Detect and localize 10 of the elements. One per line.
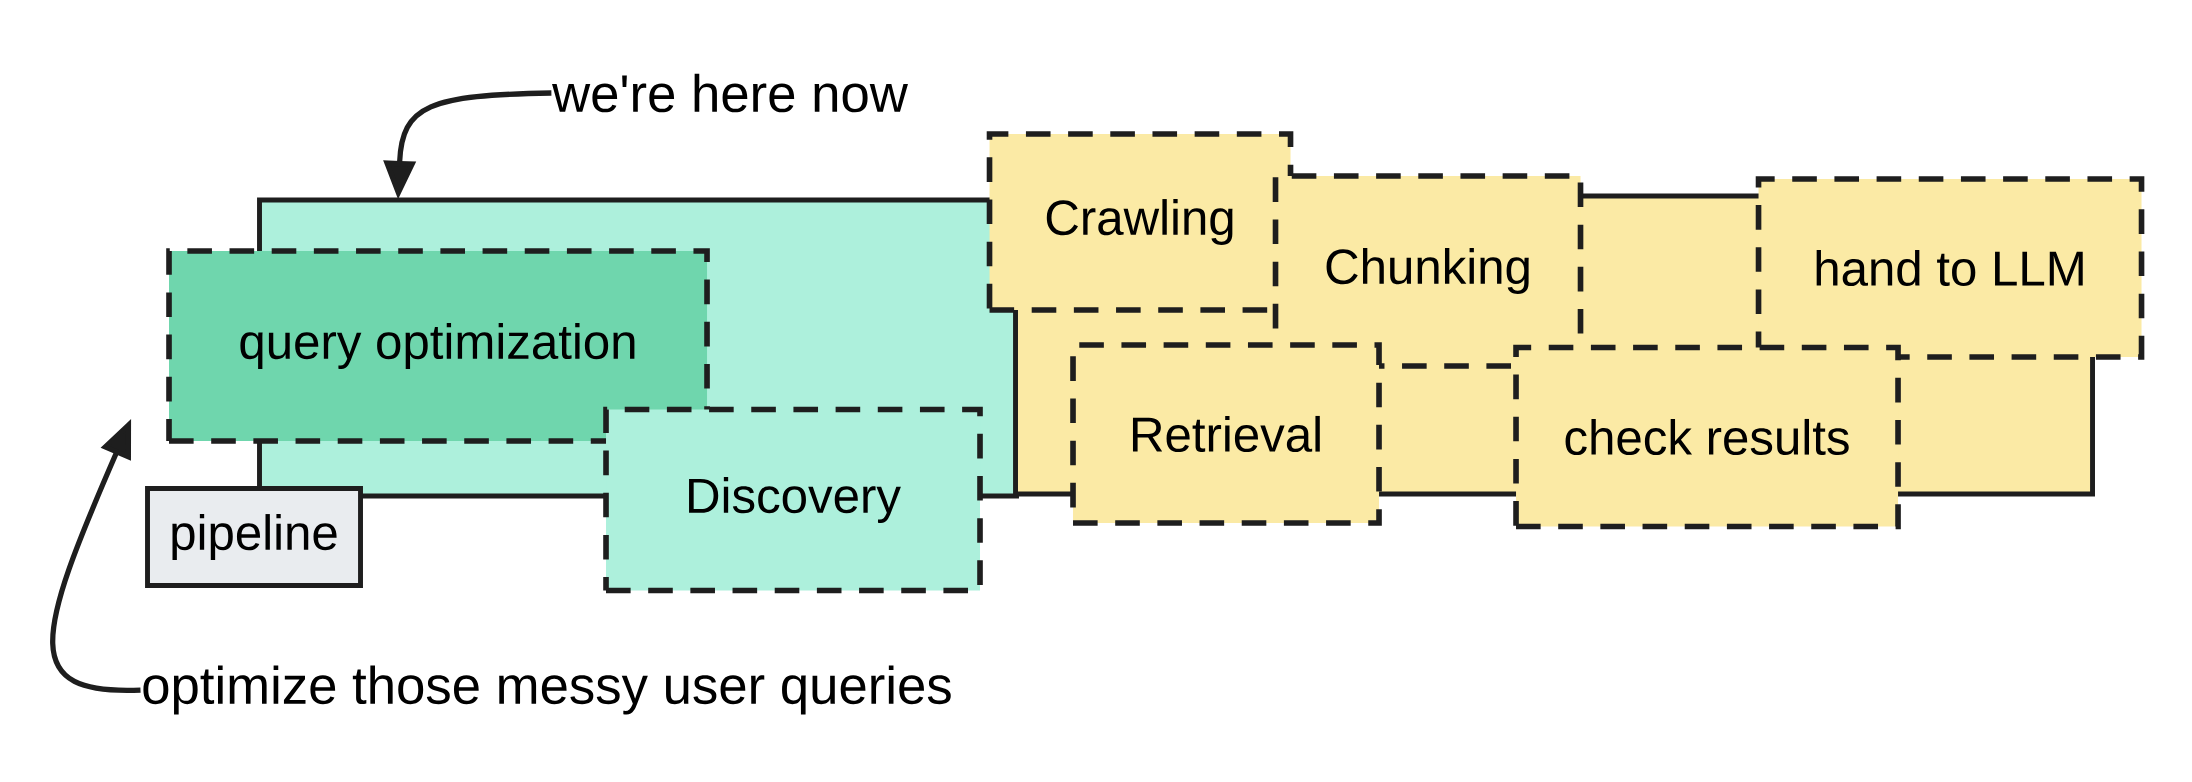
process-box: Discovery bbox=[603, 406, 983, 594]
process-box: hand to LLM bbox=[1755, 176, 2145, 360]
process-box: Chunking bbox=[1272, 173, 1584, 369]
annotation-text: we're here now bbox=[552, 73, 908, 113]
label-box: pipeline bbox=[145, 486, 363, 588]
process-box: Crawling bbox=[986, 131, 1294, 313]
annotation-text: optimize those messy user queries bbox=[143, 665, 951, 715]
process-box: check results bbox=[1513, 344, 1901, 530]
process-box: Retrieval bbox=[1070, 342, 1382, 526]
process-box: query optimization bbox=[166, 248, 710, 444]
